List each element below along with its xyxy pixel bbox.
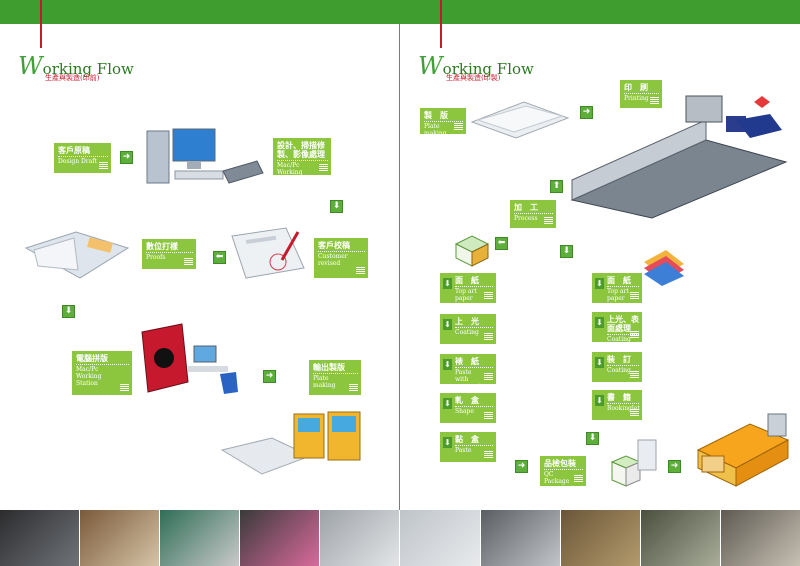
package-illustration [610, 439, 657, 487]
left-page-subtitle: 生產與製造(印前) [45, 74, 100, 82]
magazine-illustration [24, 231, 130, 279]
left-red-marker [40, 0, 42, 48]
photo-tile [720, 510, 800, 566]
computer-illustration [146, 128, 264, 184]
arrow-down-icon: ⬇ [560, 245, 573, 258]
top-green-bar [0, 0, 800, 24]
right-page-title: Working Flow [418, 52, 534, 80]
photo-tile [80, 510, 161, 566]
proof-sheet-illustration [231, 227, 305, 279]
arrow-right-icon: ➜ [263, 370, 276, 383]
arrow-right-icon: ➜ [668, 460, 681, 473]
arrow-down-icon: ⬇ [330, 200, 343, 213]
photo-tile [480, 510, 561, 566]
arrow-down-icon: ⬇ [586, 432, 599, 445]
arrow-down-icon: ⬇ [595, 317, 604, 328]
arrow-down-icon: ⬇ [443, 398, 452, 409]
arrow-down-icon: ⬇ [443, 278, 452, 289]
photo-tile [160, 510, 241, 566]
arrow-right-icon: ➜ [580, 106, 593, 119]
arrow-down-icon: ⬇ [595, 278, 604, 289]
right-page-subtitle: 生產與製造(印製) [446, 74, 501, 82]
right-red-marker [440, 0, 442, 48]
arrow-right-icon: ➜ [120, 151, 133, 164]
box-stack-illustration [454, 235, 490, 267]
photo-tile [640, 510, 721, 566]
photo-tile [560, 510, 641, 566]
arrow-down-icon: ⬇ [443, 319, 452, 330]
arrow-left-icon: ⬅ [213, 251, 226, 264]
photo-tile [240, 510, 321, 566]
left-page-title: Working Flow [18, 52, 134, 80]
photo-tile [320, 510, 401, 566]
page-divider [399, 24, 400, 510]
arrow-right-icon: ➜ [515, 460, 528, 473]
paper-stack-illustration [644, 250, 684, 286]
arrow-down-icon: ⬇ [443, 359, 452, 370]
plates-illustration [470, 101, 570, 139]
plate-output-illustration [220, 411, 361, 475]
factory-photo-strip [0, 510, 800, 566]
arrow-down-icon: ⬇ [443, 437, 452, 448]
arrow-left-icon: ⬅ [495, 237, 508, 250]
photo-tile [0, 510, 81, 566]
workstation-illustration [141, 323, 238, 394]
arrow-up-icon: ⬆ [550, 180, 563, 193]
arrow-down-icon: ⬇ [62, 305, 75, 318]
delivery-truck-illustration [696, 413, 790, 487]
arrow-down-icon: ⬇ [595, 357, 604, 368]
arrow-down-icon: ⬇ [595, 395, 604, 406]
photo-tile [400, 510, 481, 566]
printing-press-illustration [570, 95, 788, 219]
